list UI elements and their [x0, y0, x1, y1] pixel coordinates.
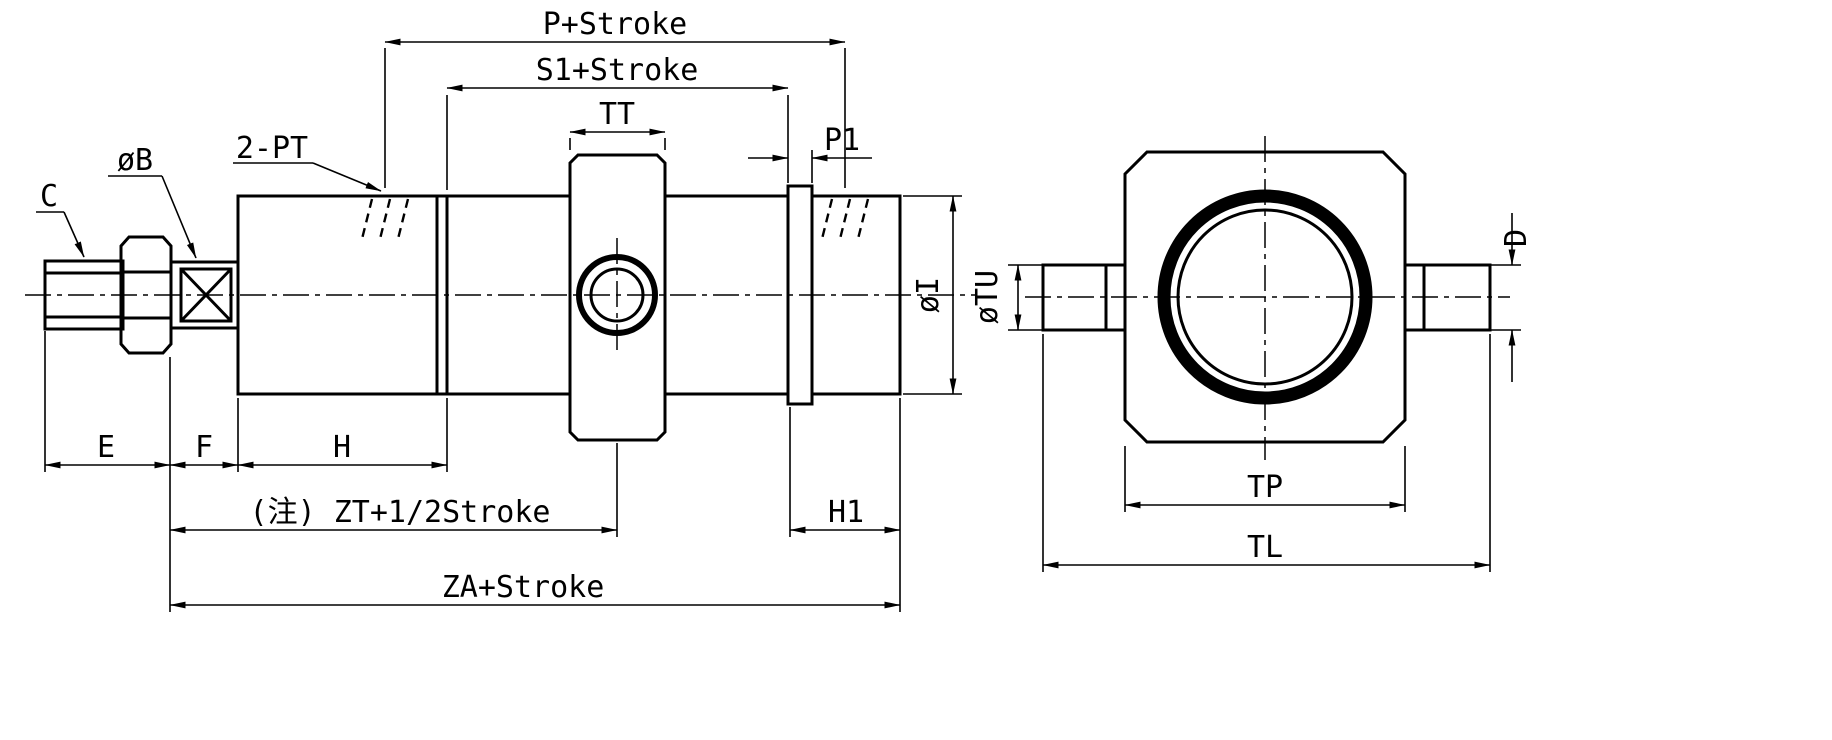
leader-db	[161, 175, 197, 259]
label-c: C	[40, 179, 58, 214]
dim-label-tl: TL	[1247, 530, 1283, 565]
dim-label-h: H	[333, 430, 351, 465]
flange-plate	[1123, 150, 1407, 444]
leader-c	[63, 211, 85, 258]
trunnion-pin-right	[1403, 263, 1492, 332]
end-view	[1041, 150, 1492, 444]
dim-label-za-stroke: ZA+Stroke	[442, 570, 605, 605]
port-threads	[360, 198, 870, 240]
dim-label-tp: TP	[1247, 470, 1283, 505]
label-dia-b: øB	[117, 143, 153, 178]
dim-label-p1: P1	[824, 123, 860, 158]
side-view	[43, 153, 902, 442]
trunnion-pin-left	[1041, 263, 1127, 332]
cylinder-cap	[810, 194, 902, 396]
hex-nut	[119, 235, 173, 355]
trunnion-block	[568, 153, 667, 442]
cylinder-head	[236, 194, 439, 396]
label-2-pt: 2-PT	[236, 131, 308, 166]
dim-label-d: D	[1499, 229, 1534, 247]
dim-label-h1: H1	[828, 495, 864, 530]
dim-label-p-stroke: P+Stroke	[543, 7, 688, 42]
dim-label-s1-stroke: S1+Stroke	[536, 53, 699, 88]
leader-pt	[312, 162, 382, 192]
dim-label-zt-note: (注) ZT+1/2Stroke	[250, 495, 551, 530]
dimension-lines	[36, 38, 1521, 612]
trunnion-boss	[576, 254, 658, 336]
trunnion-hole	[589, 267, 645, 323]
dim-label-tt: TT	[599, 97, 635, 132]
bore-circle	[1176, 208, 1354, 386]
dim-label-dia-tu: øTU	[970, 270, 1005, 324]
labels: P+Stroke S1+Stroke TT P1 2-PT øB C E F H…	[40, 7, 1534, 605]
dim-label-e: E	[97, 430, 115, 465]
tube-ring	[1157, 189, 1373, 405]
centerlines	[25, 136, 1510, 460]
dim-label-dia-i: øI	[911, 277, 946, 313]
rod-end-flats	[169, 260, 240, 330]
rod-thread	[43, 259, 125, 331]
dim-label-f: F	[195, 430, 213, 465]
